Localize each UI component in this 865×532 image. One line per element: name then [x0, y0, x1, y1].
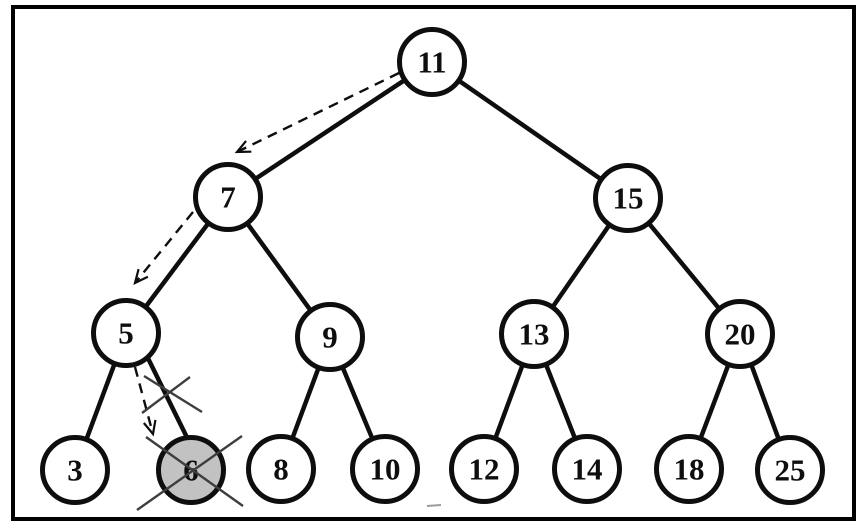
tree-node-20	[705, 299, 775, 369]
tree-node-12	[449, 434, 519, 504]
tree-edge-11-15	[429, 59, 631, 201]
edge-5-6-cross-line-1	[143, 374, 203, 414]
node-label-20: 20	[725, 317, 756, 352]
stray-mark	[426, 504, 442, 507]
tree-node-10	[350, 434, 420, 504]
node-6-cross-line-1	[145, 436, 244, 507]
node-label-10: 10	[370, 452, 401, 487]
tree-node-9	[295, 302, 365, 372]
search-path-layer	[133, 71, 400, 437]
tree-node-15	[593, 163, 663, 233]
tree-node-11	[397, 27, 467, 97]
tree-node-7	[193, 162, 263, 232]
search-arrow-7-to-5	[133, 211, 194, 286]
node-label-12: 12	[469, 452, 500, 487]
node-label-14: 14	[572, 452, 603, 487]
node-label-15: 15	[613, 181, 644, 216]
tree-node-18	[654, 434, 724, 504]
tree-node-13	[499, 299, 569, 369]
node-label-7: 7	[220, 180, 236, 215]
tree-node-8	[246, 434, 316, 504]
node-label-3: 3	[67, 453, 83, 488]
node-label-18: 18	[674, 452, 705, 487]
tree-node-25	[755, 435, 825, 505]
tree-edge-11-7	[225, 59, 435, 200]
cross-marks-layer	[136, 374, 442, 511]
tree-node-3	[40, 435, 110, 505]
node-label-13: 13	[519, 317, 550, 352]
tree-node-5	[91, 298, 161, 368]
node-label-25: 25	[775, 453, 806, 488]
tree-node-14	[552, 434, 622, 504]
node-label-8: 8	[273, 452, 289, 487]
node-label-11: 11	[417, 45, 446, 80]
edge-5-6-cross-line-2	[141, 376, 191, 414]
tree-nodes-layer: 117155913203681012141825	[40, 27, 825, 505]
node-label-9: 9	[322, 320, 338, 355]
node-label-5: 5	[118, 316, 134, 351]
search-arrow-5-to-6	[133, 366, 157, 437]
diagram-frame	[11, 5, 856, 521]
node-6-cross-line-2	[136, 435, 243, 511]
search-arrow-11-to-7	[234, 71, 400, 154]
